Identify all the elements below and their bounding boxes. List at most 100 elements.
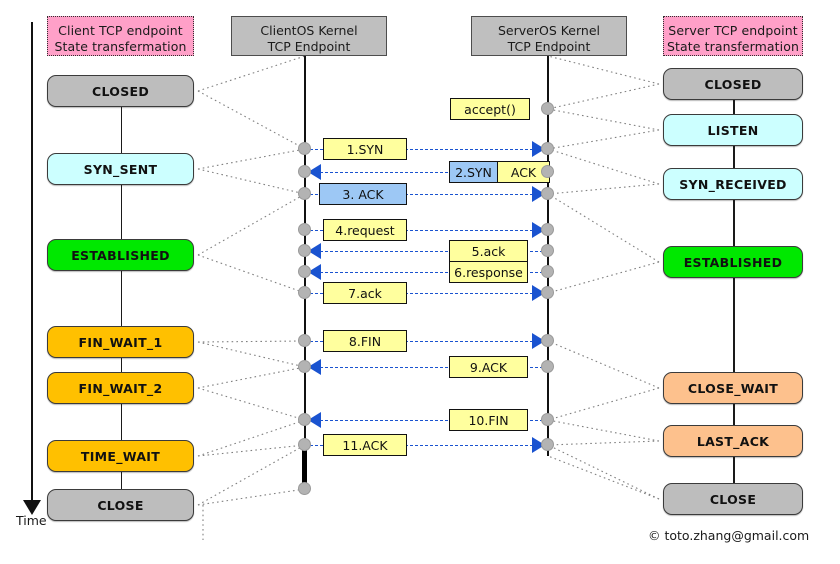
server-conn-closewait-0 xyxy=(547,340,660,389)
client-state-link xyxy=(120,472,123,489)
server-conn-listen-0 xyxy=(547,108,660,131)
state-label: CLOSE_WAIT xyxy=(687,380,779,396)
client-lifeline-dot-m8 xyxy=(297,333,311,347)
message-box-m10[interactable]: 10.FIN xyxy=(449,409,528,431)
message-box-m8[interactable]: 8.FIN xyxy=(323,330,407,352)
server-conn-established-1 xyxy=(547,261,660,294)
server-state-established[interactable]: ESTABLISHED xyxy=(663,246,803,278)
client-state-link xyxy=(120,404,123,440)
server-state-link xyxy=(733,100,735,114)
state-label: LAST_ACK xyxy=(696,433,770,449)
message-note-accept[interactable]: accept() xyxy=(450,98,530,120)
server-lifeline-dot-accept xyxy=(540,101,554,115)
client-conn-finwait1-1 xyxy=(197,341,306,368)
message-box-m7[interactable]: 7.ack xyxy=(323,282,407,304)
message-arrowhead-m10-left xyxy=(308,412,321,428)
client-conn-closed-1 xyxy=(197,90,306,150)
message-arrowhead-m6-left xyxy=(308,264,321,280)
credit-text: © toto.zhang@gmail.com xyxy=(648,528,810,543)
server-state-close[interactable]: CLOSE xyxy=(663,483,803,515)
time-axis-label: Time xyxy=(16,513,47,528)
header-server-state: Server TCP endpoint State transfermation xyxy=(663,16,803,56)
server-state-closed[interactable]: CLOSED xyxy=(663,68,803,100)
header-server-state-line1: Server TCP endpoint xyxy=(668,23,798,38)
server-conn-closed-0 xyxy=(547,55,660,85)
message-label: 11.ACK xyxy=(342,437,388,453)
header-client-kernel-line2: TCP Endpoint xyxy=(267,39,351,54)
header-client-state-line2: State transfermation xyxy=(54,39,187,54)
server-state-link xyxy=(733,200,735,246)
header-server-state-line2: State transfermation xyxy=(667,39,799,54)
client-lifeline-dot-m5 xyxy=(297,243,311,257)
server-conn-close-0 xyxy=(547,444,660,500)
client-state-link xyxy=(120,185,123,239)
client-state-time_wait[interactable]: TIME_WAIT xyxy=(47,440,194,472)
message-arrowhead-m5-left xyxy=(308,243,321,259)
server-conn-synreceived-0 xyxy=(547,148,660,185)
message-line-m11 xyxy=(305,445,548,446)
client-lifeline-dot-m11 xyxy=(297,437,311,451)
message-box-m5[interactable]: 5.ack xyxy=(449,240,528,262)
state-label: CLOSE xyxy=(709,491,757,507)
message-box-m3[interactable]: 3. ACK xyxy=(319,183,407,205)
state-label: ESTABLISHED xyxy=(683,254,783,270)
message-label: 8.FIN xyxy=(348,333,382,349)
server-state-link xyxy=(733,404,735,425)
server-state-listen[interactable]: LISTEN xyxy=(663,114,803,146)
message-box-m11[interactable]: 11.ACK xyxy=(323,434,407,456)
client-state-syn_sent[interactable]: SYN_SENT xyxy=(47,153,194,185)
client-state-fin_wait_2[interactable]: FIN_WAIT_2 xyxy=(47,372,194,404)
message-label: 7.ack xyxy=(348,285,382,301)
client-conn-established-1 xyxy=(197,254,306,294)
client-state-link xyxy=(120,107,123,153)
message-box-m1[interactable]: 1.SYN xyxy=(323,138,407,160)
message-line-m4 xyxy=(305,230,548,231)
header-server-kernel: ServerOS Kernel TCP Endpoint xyxy=(471,16,627,56)
client-state-close[interactable]: CLOSE xyxy=(47,489,194,521)
client-state-established[interactable]: ESTABLISHED xyxy=(47,239,194,271)
server-lifeline-dot-m1 xyxy=(540,141,554,155)
server-state-link xyxy=(733,146,735,168)
client-conn-timewait-0 xyxy=(197,419,306,457)
state-label: CLOSED xyxy=(91,83,150,99)
state-label: CLOSED xyxy=(704,76,762,92)
server-lifeline-dot-m4 xyxy=(540,222,554,236)
message-line-m1 xyxy=(305,149,548,150)
server-state-syn_received[interactable]: SYN_RECEIVED xyxy=(663,168,803,200)
client-lifeline-dot-m2 xyxy=(297,164,311,178)
state-label: LISTEN xyxy=(707,122,759,138)
client-state-link xyxy=(120,271,123,326)
client-state-fin_wait_1[interactable]: FIN_WAIT_1 xyxy=(47,326,194,358)
message-line-m5 xyxy=(305,251,548,252)
server-conn-listen-1 xyxy=(547,129,660,150)
server-conn-established-0 xyxy=(547,193,660,263)
server-conn-lastack-1 xyxy=(547,440,660,446)
time-axis-arrowhead xyxy=(23,500,41,515)
state-label: TIME_WAIT xyxy=(80,448,161,464)
client-lifeline-dot-m9 xyxy=(297,359,311,373)
message-label: 3. ACK xyxy=(342,186,384,202)
message-box-m9[interactable]: 9.ACK xyxy=(449,356,528,378)
server-state-close_wait[interactable]: CLOSE_WAIT xyxy=(663,372,803,404)
server-state-last_ack[interactable]: LAST_ACK xyxy=(663,425,803,457)
header-client-state: Client TCP endpoint State transfermation xyxy=(47,16,194,56)
header-server-kernel-line1: ServerOS Kernel xyxy=(497,23,600,38)
message-line-m7 xyxy=(305,293,548,294)
message-label: 6.response xyxy=(454,264,523,280)
message-line-m8 xyxy=(305,341,548,342)
client-conn-close-0 xyxy=(197,444,306,506)
server-lifeline-dot-m6 xyxy=(540,264,554,278)
message-box-m4[interactable]: 4.request xyxy=(323,219,407,241)
client-conn-established-0 xyxy=(197,193,306,256)
message-box-m6[interactable]: 6.response xyxy=(449,261,528,283)
server-state-link xyxy=(733,457,735,483)
message-line-m9 xyxy=(305,367,548,368)
message-arrowhead-m9-left xyxy=(308,359,321,375)
message-label: 4.request xyxy=(335,222,395,238)
client-state-closed[interactable]: CLOSED xyxy=(47,75,194,107)
client-conn-synsent-1 xyxy=(197,168,306,195)
server-lifeline-dot-m5 xyxy=(540,243,554,257)
client-state-link xyxy=(120,358,123,372)
